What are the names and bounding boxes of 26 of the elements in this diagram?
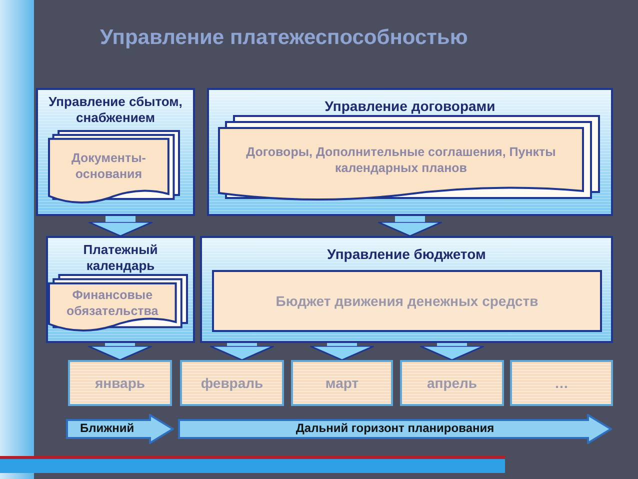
- month-box: [400, 360, 504, 406]
- block-arrow: [377, 216, 443, 237]
- month-box: [291, 360, 393, 406]
- block-arrow: [87, 343, 153, 361]
- box-label: Бюджет движения денежных средств: [276, 293, 538, 309]
- block-arrow: [309, 343, 375, 361]
- block-arrow: [209, 343, 275, 361]
- section-title: Платежный календарь: [82, 242, 159, 274]
- block-arrow: [88, 216, 154, 237]
- box-label: февраль: [200, 375, 264, 391]
- horizon-label: Дальний горизонт планирования: [294, 421, 496, 435]
- box-label: апрель: [426, 375, 478, 391]
- section-title: Управление договорами: [324, 98, 496, 114]
- diagram-title: Управление платежеспособностью: [100, 26, 468, 50]
- box-label: январь: [94, 375, 146, 391]
- section-title: Управление сбытом, снабжением: [48, 94, 184, 126]
- month-box: [68, 360, 172, 406]
- block-arrow: [419, 343, 485, 361]
- section-title: Управление бюджетом: [326, 246, 487, 262]
- horizon-label: Ближний: [80, 421, 134, 435]
- box-label: …: [554, 375, 570, 391]
- section-panel: [200, 236, 613, 343]
- box-label: март: [324, 375, 360, 391]
- month-box: [180, 360, 284, 406]
- month-box: [510, 360, 613, 406]
- budget-box: [212, 270, 602, 332]
